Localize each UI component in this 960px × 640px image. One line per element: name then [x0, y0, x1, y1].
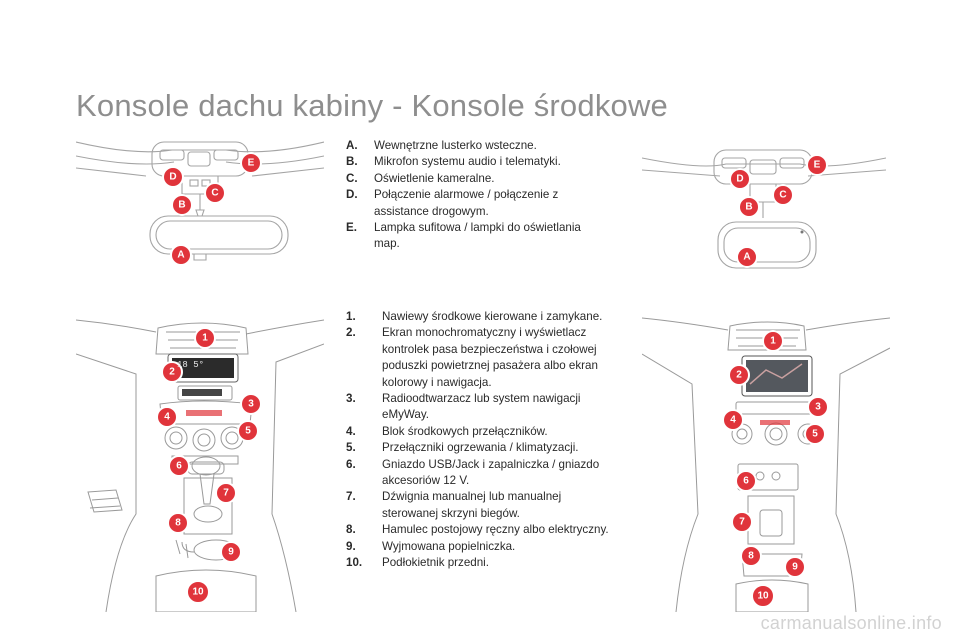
legend-text: Oświetlenie kameralne. [374, 171, 495, 185]
legend-key: 7. [346, 490, 356, 504]
legend-text: Podłokietnik przedni. [382, 556, 489, 570]
legend-text: Nawiewy środkowe kierowane i zamykane. [382, 310, 603, 323]
legend-item: 2. Ekran monochromatyczny i wyświetlacz k… [346, 325, 618, 391]
legend-item: 8. Hamulec postojowy ręczny albo elektryc… [346, 522, 618, 538]
legend-key: 2. [346, 326, 356, 340]
legend-text: Dźwignia manualnej lub manualnej sterowa… [382, 490, 562, 520]
legend-item: 10. Podłokietnik przedni. [346, 555, 618, 571]
legend-key: A. [346, 139, 358, 152]
legend-item: 1. Nawiewy środkowe kierowane i zamykane. [346, 309, 618, 325]
legend-item: 9. Wyjmowana popielniczka. [346, 539, 618, 555]
legend-text: Przełączniki ogrzewania / klimatyzacji. [382, 441, 579, 455]
legend-key: 8. [346, 523, 356, 537]
legend-item: B. Mikrofon systemu audio i telematyki. [346, 154, 608, 170]
roof-console-left-illustration [76, 130, 324, 278]
legend-item: 3. Radioodtwarzacz lub system nawigacji e… [346, 391, 618, 424]
legend-key: 1. [346, 310, 356, 323]
legend-item: 4. Blok środkowych przełączników. [346, 424, 618, 440]
legend-key: 9. [346, 539, 356, 553]
center-console-legend: 1. Nawiewy środkowe kierowane i zamykane.… [346, 309, 618, 572]
legend-key: 3. [346, 392, 356, 406]
legend-text: Połączenie alarmowe / połączenie z assis… [374, 188, 559, 218]
watermark: carmanualsonline.info [760, 613, 942, 633]
legend-item: A. Wewnętrzne lusterko wsteczne. [346, 138, 608, 154]
center-console-navigation-illustration [642, 314, 890, 612]
legend-text: Blok środkowych przełączników. [382, 424, 548, 438]
legend-text: Wyjmowana popielniczka. [382, 539, 516, 553]
legend-item: 5. Przełączniki ogrzewania / klimatyzacji… [346, 440, 618, 456]
roof-console-right-illustration [642, 146, 886, 282]
monochrome-display-text: 18 5° [177, 360, 205, 370]
legend-text: Gniazdo USB/Jack i zapalniczka / gniazdo… [382, 457, 600, 488]
legend-item: 7. Dźwignia manualnej lub manualnej stero… [346, 489, 618, 522]
legend-text: Mikrofon systemu audio i telematyki. [374, 155, 561, 169]
legend-key: C. [346, 171, 358, 185]
legend-text: Hamulec postojowy ręczny albo elektryczn… [382, 523, 609, 537]
legend-key: B. [346, 155, 358, 169]
legend-key: 4. [346, 424, 356, 438]
legend-key: 5. [346, 441, 356, 455]
page-title: Konsole dachu kabiny - Konsole środkowe [76, 88, 668, 123]
roof-console-legend: A. Wewnętrzne lusterko wsteczne. B. Mikrof… [346, 138, 608, 253]
legend-key: D. [346, 188, 358, 202]
legend-text: Lampka sufitowa / lampki do oświetlania … [374, 221, 581, 251]
legend-text: Wewnętrzne lusterko wsteczne. [374, 139, 537, 152]
legend-key: 10. [346, 556, 363, 570]
legend-item: E. Lampka sufitowa / lampki do oświetlani… [346, 220, 608, 253]
legend-key: E. [346, 221, 357, 235]
legend-item: C. Oświetlenie kameralne. [346, 171, 608, 187]
legend-item: 6. Gniazdo USB/Jack i zapalniczka / gniaz… [346, 457, 618, 490]
legend-text: Radioodtwarzacz lub system nawigacji eMy… [382, 392, 581, 422]
legend-item: D. Połączenie alarmowe / połączenie z ass… [346, 187, 608, 220]
legend-key: 6. [346, 457, 356, 471]
center-console-monochrome-illustration [76, 314, 324, 612]
legend-text: Ekran monochromatyczny i wyświetlacz kon… [382, 326, 598, 389]
